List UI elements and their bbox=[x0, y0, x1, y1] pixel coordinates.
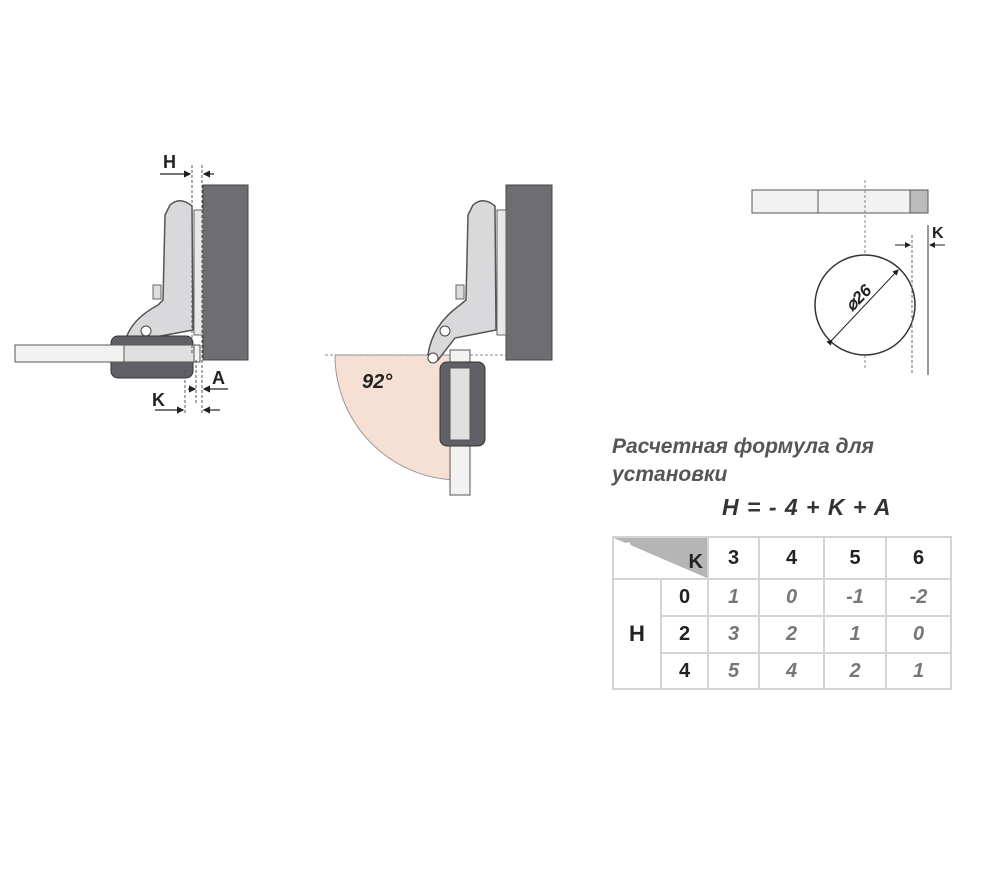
h-value: 2 bbox=[660, 615, 709, 654]
hinge-arm bbox=[124, 200, 194, 343]
k-header: 3 bbox=[707, 536, 760, 580]
door-edge bbox=[751, 189, 929, 214]
drilling-top-view: ⌀26 K bbox=[751, 180, 945, 375]
table-row: 4 5 4 2 1 bbox=[613, 652, 952, 690]
cabinet-wall bbox=[505, 184, 553, 361]
table-corner: A K bbox=[612, 536, 709, 580]
label-k: K bbox=[152, 390, 165, 410]
label-k: K bbox=[932, 225, 944, 242]
k-header: 5 bbox=[823, 536, 887, 580]
table-row: H 0 1 0 -1 -2 bbox=[612, 578, 952, 690]
label-h: H bbox=[163, 152, 176, 172]
a-value: 2 bbox=[823, 652, 887, 690]
corner-label-k: K bbox=[688, 551, 703, 573]
installation-table: A K 3 4 5 6 H 0 1 0 -1 -2 2 3 2 1 0 4 5 … bbox=[612, 536, 952, 690]
a-value: 2 bbox=[758, 615, 825, 654]
h-value: 0 bbox=[660, 578, 709, 617]
a-value: -1 bbox=[823, 578, 887, 617]
corner-label-a: A bbox=[620, 538, 636, 563]
k-header: 4 bbox=[758, 536, 825, 580]
a-value: 1 bbox=[707, 578, 760, 617]
a-value: 1 bbox=[885, 652, 952, 690]
formula-title-line1: Расчетная формула для bbox=[612, 435, 874, 458]
a-value: -2 bbox=[885, 578, 952, 617]
opening-angle-sector bbox=[334, 354, 461, 481]
cabinet-wall bbox=[202, 184, 249, 361]
label-a: A bbox=[212, 368, 225, 388]
hinge-arm bbox=[427, 200, 497, 361]
formula: H = - 4 + K + A bbox=[722, 494, 892, 520]
a-value: 5 bbox=[707, 652, 760, 690]
a-value: 0 bbox=[885, 615, 952, 654]
label-angle: 92° bbox=[362, 371, 393, 393]
formula-title-line2: установки bbox=[612, 463, 728, 486]
a-value: 1 bbox=[823, 615, 887, 654]
hinge-side-view-open: 92° bbox=[325, 184, 553, 496]
k-header: 6 bbox=[885, 536, 952, 580]
h-value: 4 bbox=[660, 652, 709, 690]
a-value: 0 bbox=[758, 578, 825, 617]
table-row: 2 3 2 1 0 bbox=[613, 615, 952, 654]
a-value: 4 bbox=[758, 652, 825, 690]
a-value: 3 bbox=[707, 615, 760, 654]
hinge-side-view-closed: H A K bbox=[14, 152, 249, 415]
h-row-header: H bbox=[612, 578, 662, 690]
